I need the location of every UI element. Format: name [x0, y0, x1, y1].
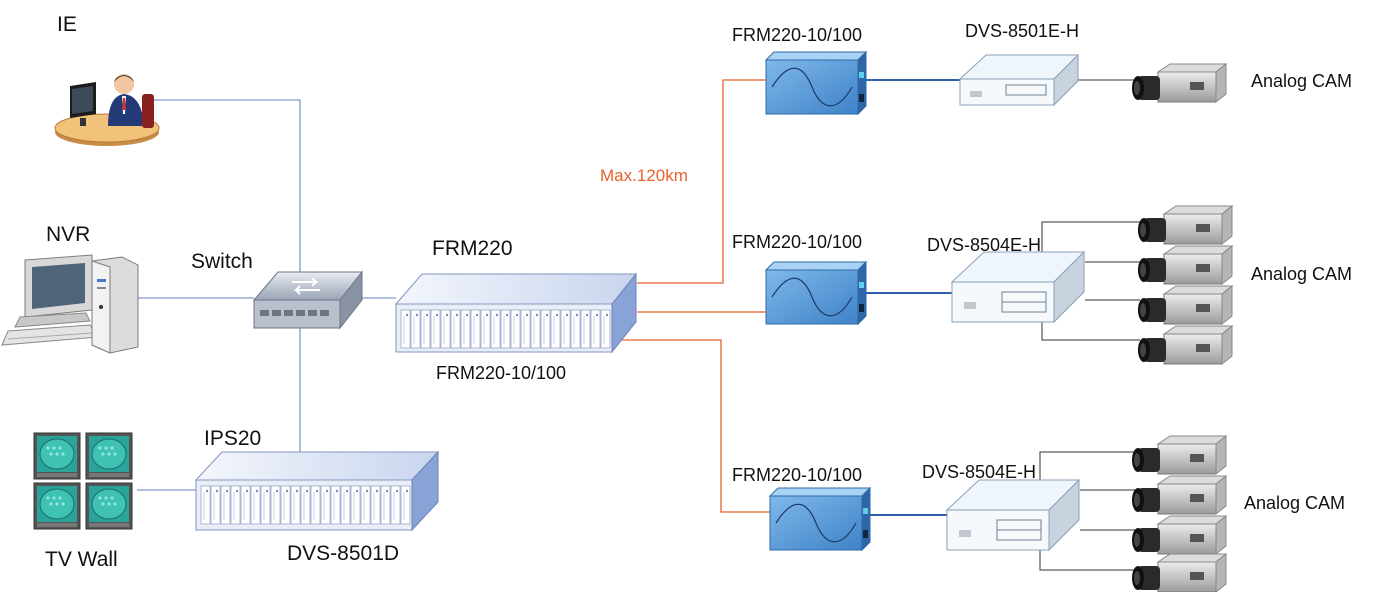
- label-max-distance: Max.120km: [600, 166, 688, 185]
- label-remote-top-cam: Analog CAM: [1251, 71, 1353, 91]
- label-remote-mid-converter: FRM220-10/100: [732, 232, 863, 252]
- media-converter-icon: [765, 51, 867, 115]
- label-switch: Switch: [191, 250, 253, 273]
- rack-chassis-icon: [394, 272, 638, 354]
- media-converter-icon: [769, 487, 871, 551]
- label-remote-bot-converter: FRM220-10/100: [732, 465, 863, 485]
- box-camera-icon: [1131, 475, 1227, 515]
- label-remote-mid-cam: Analog CAM: [1251, 264, 1353, 284]
- fiber-top: [637, 79, 766, 284]
- label-remote-top-converter: FRM220-10/100: [732, 25, 863, 45]
- converter-encoder-links: [866, 79, 960, 516]
- operator-desk-icon: [54, 74, 160, 146]
- label-ie: IE: [57, 13, 77, 36]
- box-camera-icon: [1131, 553, 1227, 592]
- rack-chassis-icon: [194, 450, 440, 532]
- media-converter-icon: [765, 261, 867, 325]
- box-camera-icon: [1131, 63, 1227, 103]
- label-remote-mid-encoder: DVS-8504E-H: [927, 235, 1042, 255]
- label-ips20: IPS20: [204, 427, 262, 450]
- crt-monitor-icon: [33, 432, 133, 530]
- video-encoder-icon: [945, 478, 1081, 552]
- label-remote-bot-encoder: DVS-8504E-H: [922, 462, 1037, 482]
- box-camera-icon: [1137, 245, 1233, 285]
- copper-links: [137, 99, 396, 491]
- encoder-camera-links: [1039, 79, 1140, 571]
- box-camera-icon: [1131, 515, 1227, 555]
- network-switch-icon: [252, 270, 364, 330]
- fiber-bottom: [620, 339, 770, 513]
- video-encoder-icon: [958, 53, 1080, 107]
- label-nvr: NVR: [46, 223, 91, 246]
- label-remote-top-encoder: DVS-8501E-H: [965, 21, 1080, 41]
- label-frm220-module: FRM220-10/100: [436, 363, 567, 383]
- box-camera-icon: [1137, 205, 1233, 245]
- label-frm220: FRM220: [432, 237, 513, 260]
- desktop-computer-icon: [1, 254, 139, 354]
- fiber-links: [620, 79, 770, 513]
- video-encoder-icon: [950, 250, 1086, 324]
- box-camera-icon: [1131, 435, 1227, 475]
- label-remote-bot-cam: Analog CAM: [1244, 493, 1346, 513]
- label-dvs-8501d: DVS-8501D: [287, 542, 400, 565]
- box-camera-icon: [1137, 285, 1233, 325]
- link-ie-switch: [150, 99, 301, 272]
- box-camera-icon: [1137, 325, 1233, 365]
- label-tv-wall: TV Wall: [45, 548, 118, 571]
